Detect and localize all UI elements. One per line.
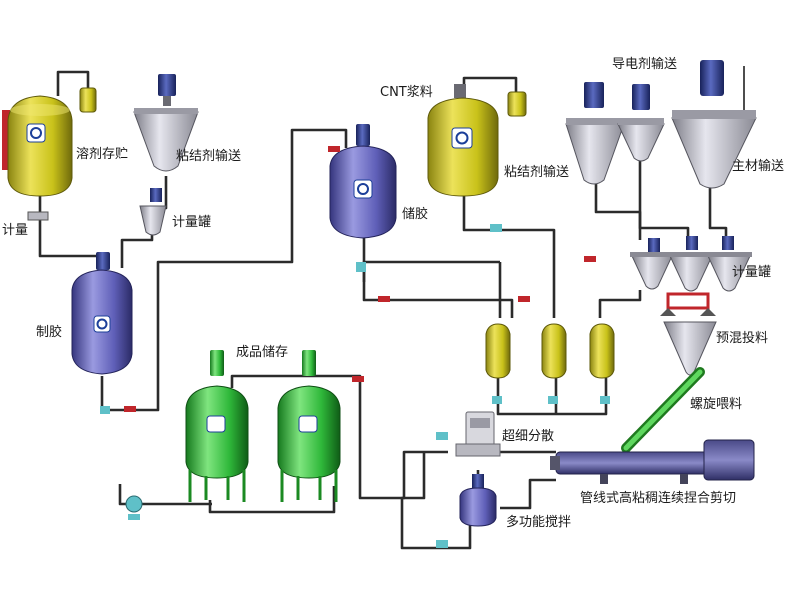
glue-storage-tank xyxy=(329,124,397,239)
product-storage-tank-2 xyxy=(277,350,341,502)
label-glue-storage: 储胶 xyxy=(402,206,428,222)
label-inline-mixer: 管线式高粘稠连续捏合剪切 xyxy=(580,490,736,506)
cnt-auxiliary-tank xyxy=(507,91,527,117)
solvent-auxiliary-tank xyxy=(79,87,97,113)
multi-function-mixer xyxy=(459,474,497,527)
meter-tank-left xyxy=(139,188,167,236)
screw-feeder xyxy=(621,367,705,453)
label-conductive-feed: 导电剂输送 xyxy=(612,56,677,72)
label-product-storage: 成品储存 xyxy=(236,345,288,360)
label-screw-feed: 螺旋喂料 xyxy=(690,397,742,412)
glue-making-tank xyxy=(71,252,133,375)
label-solvent-storage: 溶剂存贮 xyxy=(76,147,128,162)
small-tank-2 xyxy=(541,323,567,379)
label-main-material-feed: 主材输送 xyxy=(732,158,784,174)
label-ultrafine-dispersion: 超细分散 xyxy=(502,429,554,444)
ultrafine-disperser xyxy=(455,411,501,457)
product-storage-tank-1 xyxy=(185,350,249,502)
label-glue-making: 制胶 xyxy=(36,324,62,340)
cnt-slurry-tank xyxy=(427,84,499,197)
inline-kneading-mixer xyxy=(550,439,755,484)
label-cnt-slurry: CNT浆料 xyxy=(380,85,433,100)
solvent-storage-tank xyxy=(2,95,73,197)
label-meter-tank-left: 计量罐 xyxy=(172,215,211,230)
label-meter-left: 计量 xyxy=(2,223,28,238)
valves xyxy=(27,146,610,548)
label-binder-feed-left: 粘结剂输送 xyxy=(176,148,241,164)
transfer-pump xyxy=(125,495,143,520)
binder-feed-hopper-right xyxy=(565,82,625,185)
label-meter-tank-right: 计量罐 xyxy=(732,265,771,280)
small-tank-3 xyxy=(589,323,615,379)
label-binder-feed-mid: 粘结剂输送 xyxy=(504,164,569,180)
small-tank-1 xyxy=(485,323,511,379)
label-multi-mixer: 多功能搅拌 xyxy=(506,514,571,530)
binder-feed-hopper-left xyxy=(133,74,199,172)
conductive-agent-hopper xyxy=(617,84,665,162)
piping-network xyxy=(38,70,728,550)
premix-funnel xyxy=(660,292,717,376)
label-premix-feed: 预混投料 xyxy=(716,330,768,346)
main-material-hopper xyxy=(671,60,757,189)
meter-tanks-right xyxy=(630,236,752,292)
